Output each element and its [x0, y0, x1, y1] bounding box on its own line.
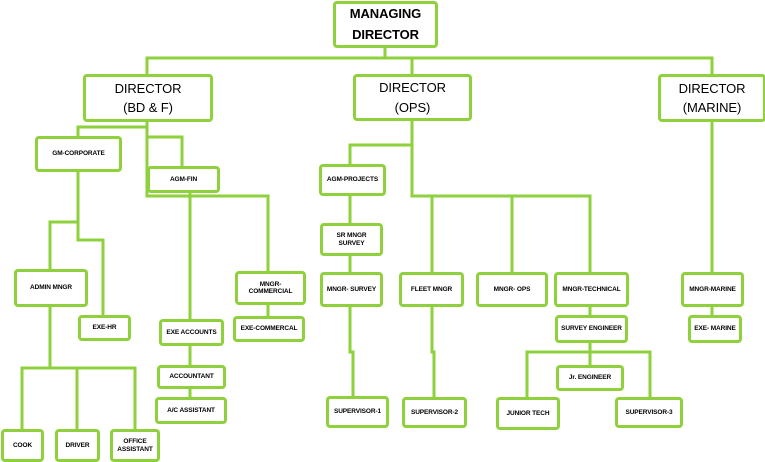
node-managing-director: MANAGING DIRECTOR: [333, 1, 438, 48]
node-exe-hr: EXE-HR: [78, 315, 131, 341]
node-mngr-technical: MNGR-TECHNICAL: [554, 272, 629, 307]
node-director-bd-f: DIRECTOR (BD & F): [83, 74, 213, 122]
node-agm-projects: AGM-PROJECTS: [319, 164, 386, 196]
node-driver: DRIVER: [55, 429, 100, 462]
node-mngr-marine: MNGR-MARINE: [681, 272, 744, 307]
node-survey-engineer: SURVEY ENGINEER: [555, 315, 628, 343]
node-fleet-mngr: FLEET MNGR: [399, 272, 464, 307]
node-exe-accounts: EXE ACCOUNTS: [159, 319, 224, 346]
node-supervisor-2: SUPERVISOR-2: [402, 397, 467, 428]
node-supervisor-3: SUPERVISOR-3: [615, 397, 683, 428]
node-cook: COOK: [1, 429, 44, 462]
node-mngr-commercial: MNGR-COMMERCIAL: [235, 271, 306, 305]
node-sr-mngr-survey: SR MNGR SURVEY: [320, 223, 383, 256]
node-exe-marine: EXE- MARINE: [688, 315, 742, 343]
node-director-marine: DIRECTOR (MARINE): [658, 74, 765, 122]
node-supervisor-1: SUPERVISOR-1: [326, 396, 389, 428]
node-mngr-survey: MNGR- SURVEY: [320, 272, 383, 307]
node-admin-mngr: ADMIN MNGR: [14, 269, 88, 307]
node-ac-assistant: A/C ASSISTANT: [155, 397, 227, 424]
node-junior-tech: JUNIOR TECH: [496, 397, 560, 430]
node-office-assistant: OFFICE ASSISTANT: [110, 429, 160, 462]
node-agm-fin: AGM-FIN: [147, 166, 220, 193]
node-mngr-ops: MNGR- OPS: [476, 272, 548, 307]
node-director-ops: DIRECTOR (OPS): [353, 74, 472, 121]
node-jr-engineer: Jr. ENGINEER: [556, 365, 624, 391]
node-accountant: ACCOUNTANT: [157, 365, 226, 389]
node-exe-commercal: EXE-COMMERCAL: [233, 316, 305, 342]
node-gm-corporate: GM-CORPORATE: [35, 136, 122, 172]
